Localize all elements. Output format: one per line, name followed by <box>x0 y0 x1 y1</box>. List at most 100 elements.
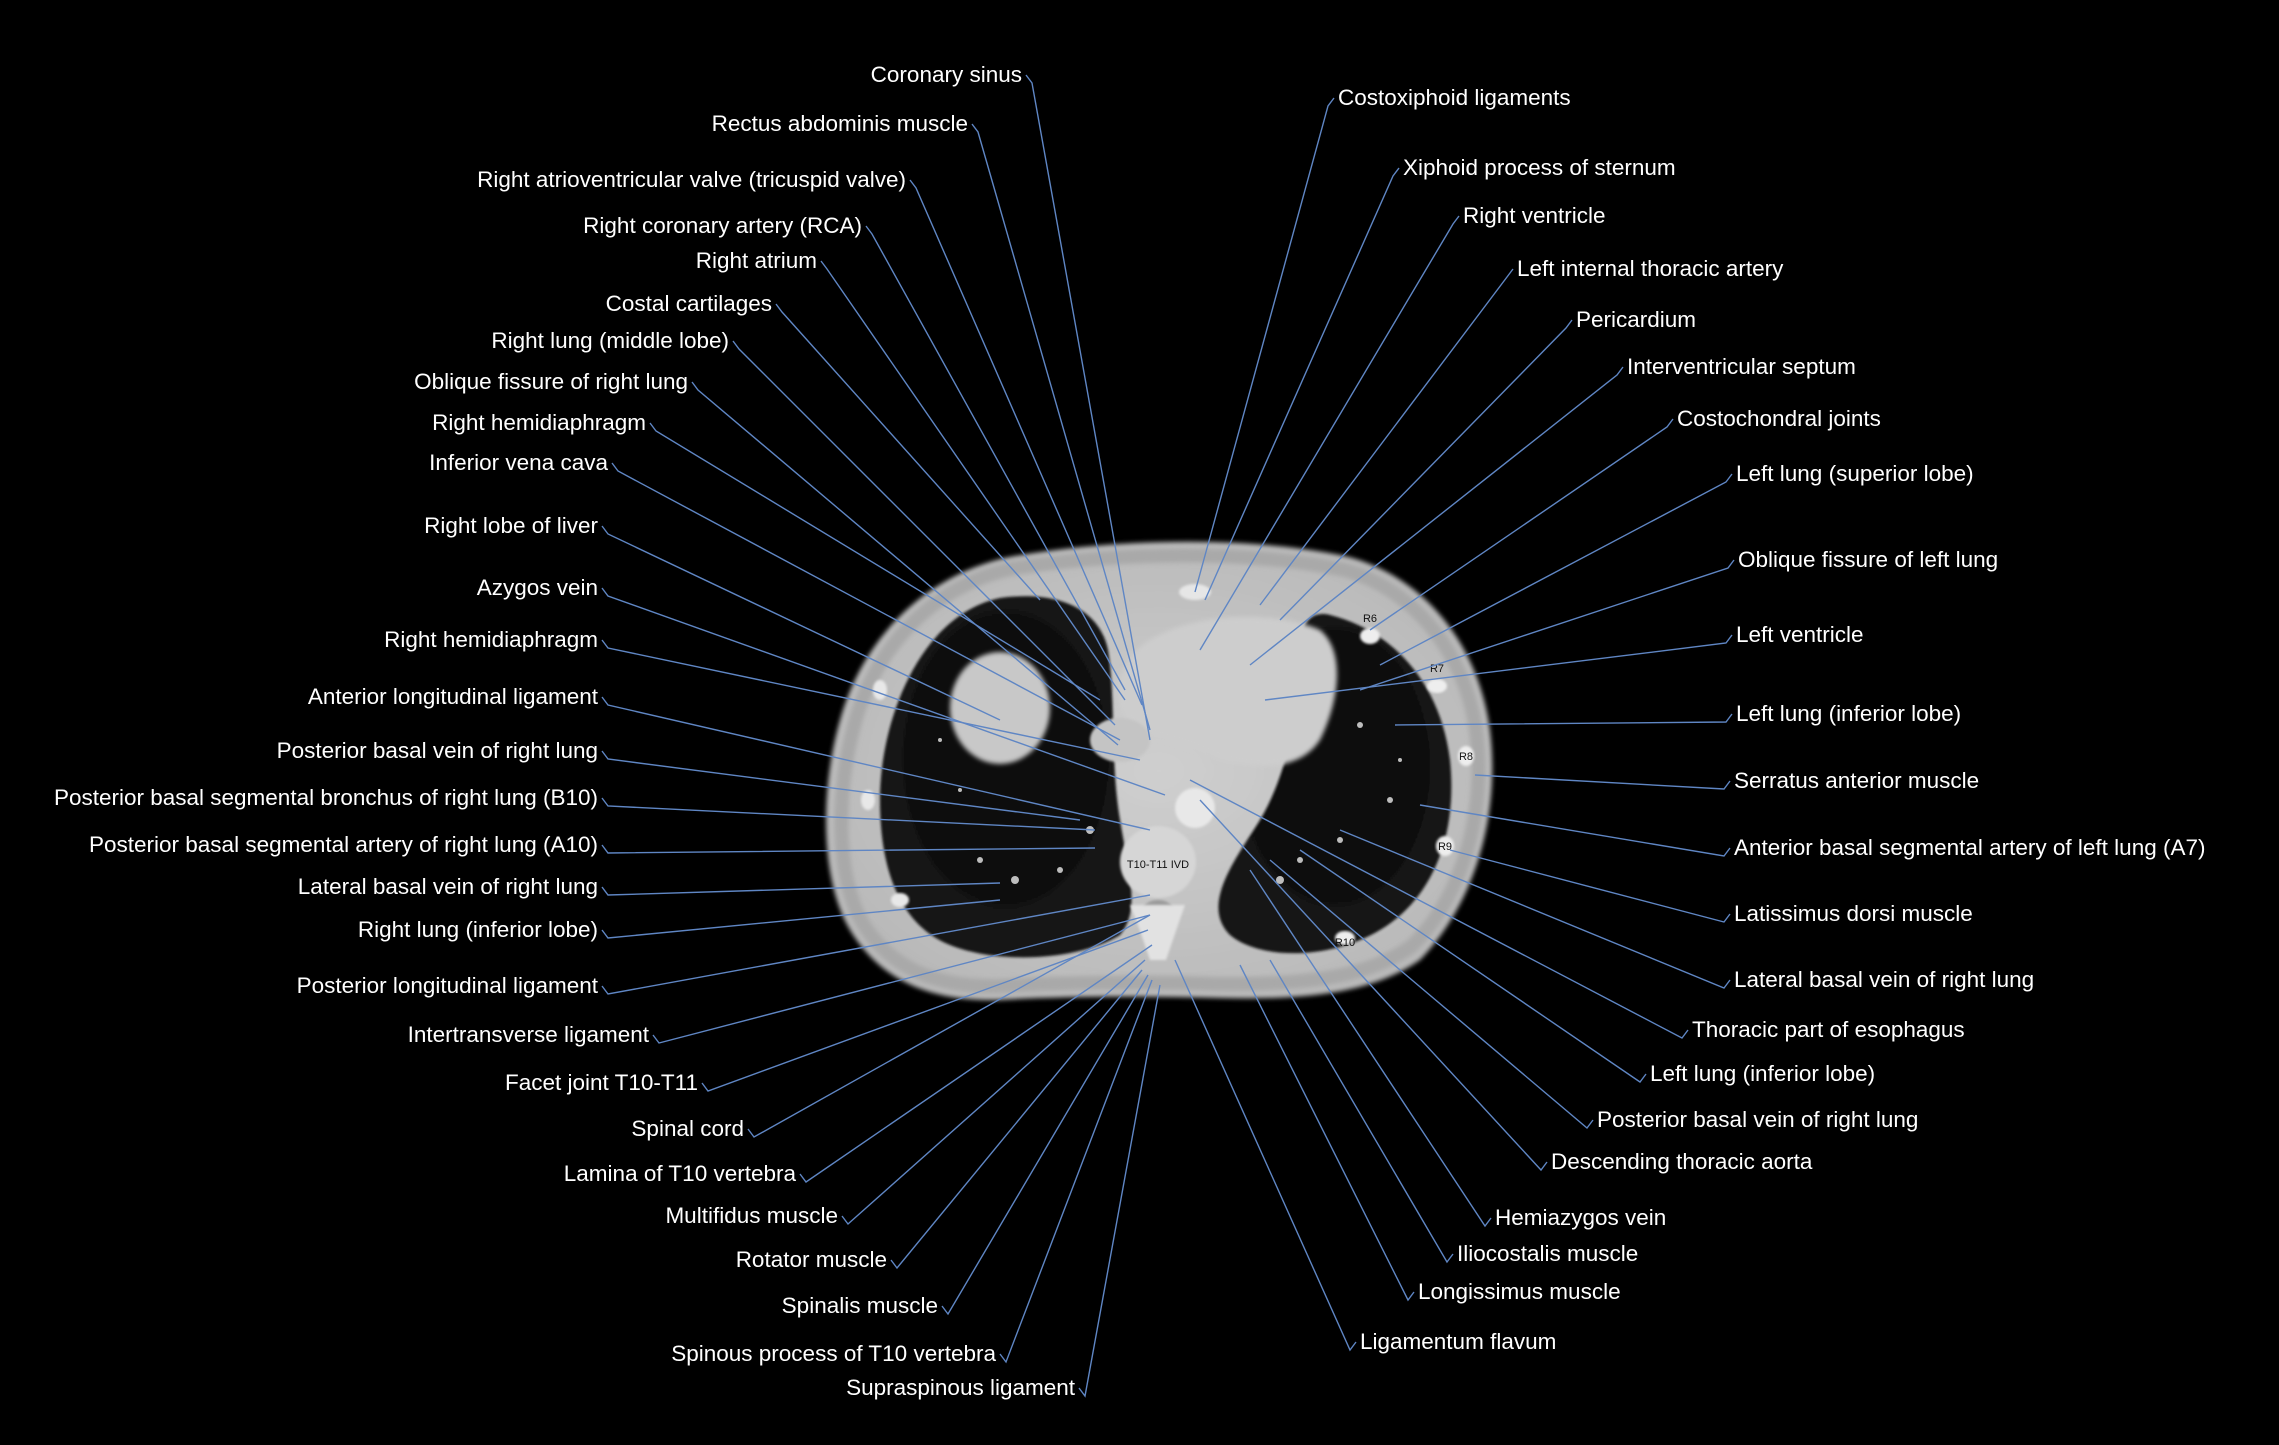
left-posterior-longitudinal-ligament-label: Posterior longitudinal ligament <box>297 973 599 998</box>
right-leader-line <box>1189 779 1689 1039</box>
left-inferior-vena-cava-label: Inferior vena cava <box>429 450 608 475</box>
right-left-lung-label: Left lung (inferior lobe) <box>1736 701 1961 726</box>
right-ligamentum-flavum-label: Ligamentum flavum <box>1360 1329 1556 1354</box>
leader-lines <box>601 74 1735 1398</box>
left-azygos-vein-label: Azygos vein <box>477 575 598 600</box>
left-leader-line <box>601 899 1001 939</box>
right-posterior-basal-vein-of-right-lung-label: Posterior basal vein of right lung <box>1597 1107 1918 1132</box>
left-leader-line <box>701 929 1149 1092</box>
right-oblique-fissure-of-left-lung-label: Oblique fissure of left lung <box>1738 547 1998 572</box>
left-right-atrioventricular-valve-label: Right atrioventricular valve (tricuspid … <box>477 167 906 192</box>
left-leader-line <box>909 179 1143 706</box>
left-leader-line <box>601 894 1151 995</box>
aorta <box>1175 788 1215 828</box>
right-leader-line <box>1194 97 1335 593</box>
left-right-hemidiaphragm-label: Right hemidiaphragm <box>384 627 598 652</box>
left-multifidus-muscle-label: Multifidus muscle <box>665 1203 838 1228</box>
left-posterior-basal-vein-of-right-lung-label: Posterior basal vein of right lung <box>277 738 598 763</box>
left-leader-line <box>747 914 1151 1138</box>
rib-label-r9: R9 <box>1438 841 1452 853</box>
right-leader-line <box>1279 319 1573 621</box>
right-right-ventricle-label: Right ventricle <box>1463 203 1606 228</box>
right-hemiazygos-vein-label: Hemiazygos vein <box>1495 1205 1666 1230</box>
left-leader-line <box>601 844 1096 854</box>
rib-label-r6: R6 <box>1363 613 1377 625</box>
left-oblique-fissure-of-right-lung-label: Oblique fissure of right lung <box>414 369 688 394</box>
right-lateral-basal-vein-of-right-lung-label: Lateral basal vein of right lung <box>1734 967 2034 992</box>
right-leader-line <box>1299 849 1647 1083</box>
left-leader-line <box>820 260 1126 701</box>
right-pericardium-label: Pericardium <box>1576 307 1696 332</box>
left-leader-line <box>971 123 1151 731</box>
right-leader-line <box>1359 559 1735 691</box>
left-leader-line <box>999 979 1153 1364</box>
heart <box>1117 616 1337 766</box>
right-leader-line <box>1419 804 1731 857</box>
left-leader-line <box>841 959 1146 1226</box>
rib-label-r10: R10 <box>1335 937 1355 949</box>
left-spinous-process-of-t10-vertebra-label: Spinous process of T10 vertebra <box>671 1341 996 1366</box>
right-iliocostalis-muscle-label: Iliocostalis muscle <box>1457 1241 1638 1266</box>
left-anterior-longitudinal-ligament-label: Anterior longitudinal ligament <box>308 684 599 709</box>
right-leader-line <box>1239 964 1415 1302</box>
left-leader-line <box>611 462 1121 741</box>
right-anterior-basal-segmental-artery-of-left-lung-label: Anterior basal segmental artery of left … <box>1734 835 2205 860</box>
left-leader-line <box>890 969 1143 1270</box>
left-right-lobe-of-liver-label: Right lobe of liver <box>424 513 598 538</box>
left-leader-line <box>601 882 1001 896</box>
right-leader-line <box>1249 366 1624 666</box>
right-leader-line <box>1369 418 1674 631</box>
right-latissimus-dorsi-muscle-label: Latissimus dorsi muscle <box>1734 901 1973 926</box>
left-rectus-abdominis-muscle-label: Rectus abdominis muscle <box>712 111 968 136</box>
right-leader-line <box>1249 869 1492 1228</box>
left-supraspinous-ligament-label: Supraspinous ligament <box>846 1375 1076 1400</box>
left-right-atrium-label: Right atrium <box>696 248 817 273</box>
left-leader-line <box>601 696 1151 831</box>
left-posterior-basal-segmental-artery-of-right-lung-label: Posterior basal segmental artery of righ… <box>89 832 598 857</box>
right-lung <box>880 596 1132 958</box>
left-leader-line <box>601 797 1096 831</box>
right-leader-line <box>1264 634 1733 701</box>
left-leader-line <box>601 750 1081 821</box>
left-coronary-sinus-label: Coronary sinus <box>871 62 1022 87</box>
left-posterior-basal-segmental-bronchus-of-right-lung-label: Posterior basal segmental bronchus of ri… <box>54 785 598 810</box>
left-right-coronary-artery-label: Right coronary artery (RCA) <box>583 213 862 238</box>
vertebral-body <box>1120 826 1196 898</box>
right-leader-line <box>1269 859 1594 1130</box>
right-longissimus-muscle-label: Longissimus muscle <box>1418 1279 1621 1304</box>
right-left-internal-thoracic-artery-label: Left internal thoracic artery <box>1517 256 1784 281</box>
right-left-lung-label: Left lung (inferior lobe) <box>1650 1061 1875 1086</box>
left-lung <box>1218 614 1452 954</box>
right-xiphoid-process-of-sternum-label: Xiphoid process of sternum <box>1403 155 1676 180</box>
left-leader-line <box>1025 74 1151 741</box>
left-spinalis-muscle-label: Spinalis muscle <box>782 1293 938 1318</box>
right-descending-thoracic-aorta-label: Descending thoracic aorta <box>1551 1149 1813 1174</box>
left-right-lung-label: Right lung (inferior lobe) <box>358 917 598 942</box>
left-leader-line <box>799 944 1153 1183</box>
level-label: T10-T11 IVD <box>1127 859 1189 871</box>
right-costoxiphoid-ligaments-label: Costoxiphoid ligaments <box>1338 85 1571 110</box>
left-leader-line <box>601 525 1001 721</box>
right-leader-line <box>1394 713 1733 726</box>
right-leader-line <box>1259 268 1514 606</box>
right-serratus-anterior-muscle-label: Serratus anterior muscle <box>1734 768 1979 793</box>
left-leader-line <box>941 974 1149 1316</box>
left-lamina-of-t10-vertebra-label: Lamina of T10 vertebra <box>564 1161 797 1186</box>
right-leader-line <box>1339 829 1731 989</box>
right-leader-line <box>1204 167 1400 601</box>
left-leader-line <box>1078 984 1161 1398</box>
right-left-lung-label: Left lung (superior lobe) <box>1736 461 1974 486</box>
right-leader-line <box>1199 799 1548 1172</box>
right-leader-line <box>1379 473 1733 666</box>
right-leader-line <box>1474 774 1731 790</box>
left-leader-line <box>732 340 1116 726</box>
left-leader-line <box>652 914 1151 1044</box>
right-leader-line <box>1269 959 1454 1264</box>
left-leader-line <box>775 303 1041 601</box>
right-leader-line <box>1449 849 1731 923</box>
right-interventricular-septum-label: Interventricular septum <box>1627 354 1856 379</box>
left-right-lung-label: Right lung (middle lobe) <box>491 328 729 353</box>
